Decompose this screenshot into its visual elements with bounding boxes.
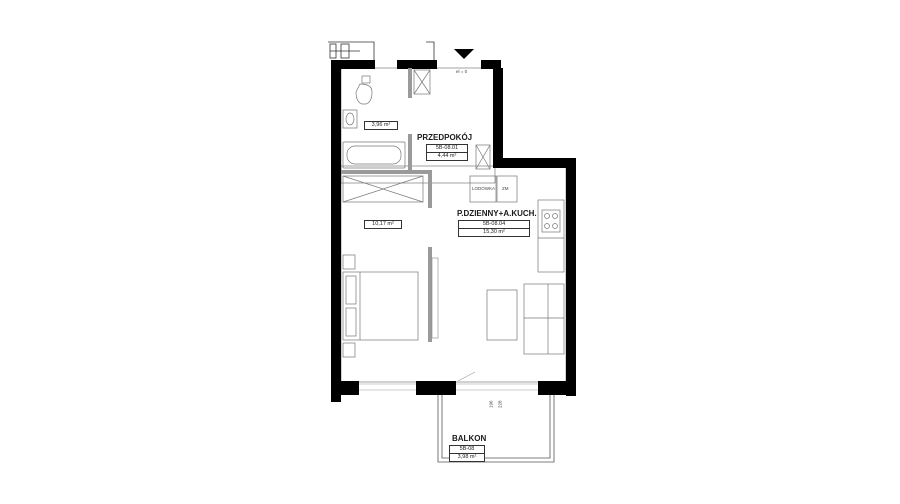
sink-icon [342, 109, 358, 129]
wall-bottom-right [538, 381, 576, 395]
living-furniture [486, 283, 565, 355]
exterior-walls [331, 60, 576, 402]
top-details [328, 41, 435, 60]
entrance-arrow-icon [454, 49, 474, 59]
wall-right [566, 158, 576, 396]
entry-mark: el = 0 [456, 69, 468, 74]
wall-top-right [481, 60, 501, 69]
balcony-name: BALKON [452, 434, 487, 443]
hall-info-box: 5B-08.01 4,44 m² [426, 144, 468, 161]
toilet-icon [355, 83, 373, 105]
bathroom-area-box: 3,96 m² [364, 121, 398, 130]
living-info-box: 5B-08.04 15,30 m² [458, 220, 530, 237]
dimension-a: 196 [488, 400, 494, 409]
hall-code: 5B-08.01 [435, 145, 459, 151]
bedroom-area-box: 10,17 m² [364, 220, 402, 229]
freezer-label: ZM [502, 186, 509, 191]
balcony-code: 5B-08 [459, 446, 475, 452]
hall-name: PRZEDPOKÓJ [417, 133, 473, 142]
freezer-icon [496, 175, 518, 203]
balcony-info-box: 5B-08 3,98 m² [449, 445, 485, 462]
bathroom-area: 3,96 m² [371, 122, 391, 128]
kitchen-fixtures [469, 175, 565, 273]
wall-bottom-mid [416, 381, 456, 395]
sofa-icon [523, 283, 565, 355]
dimension-b: 228 [497, 400, 503, 409]
wall-top-left [331, 60, 375, 69]
balcony-area: 3,98 m² [450, 453, 484, 461]
living-area: 15,30 m² [459, 228, 529, 236]
hall-wardrobe [475, 144, 491, 170]
hall-area: 4,44 m² [427, 152, 467, 160]
bathtub-icon [342, 141, 406, 169]
balcony-outline [437, 395, 555, 463]
bed-icon [342, 254, 419, 358]
wall-left [331, 60, 341, 402]
pk-label: PK [496, 71, 503, 76]
fridge-label: LODÓWKA [472, 186, 496, 191]
sliding-door [431, 257, 439, 339]
bedroom-area: 10,17 m² [372, 221, 394, 227]
table-icon [486, 289, 518, 341]
fridge-icon [469, 175, 497, 203]
wall-bottom-left-drop [331, 381, 341, 402]
windows [359, 371, 538, 391]
interior-partitions [341, 68, 432, 342]
bedroom-wardrobe [342, 175, 424, 203]
washing-machine-icon [413, 69, 431, 95]
kitchen-counter [537, 199, 565, 273]
wall-top-mid [397, 60, 437, 69]
cooktop-icon [541, 209, 561, 233]
wall-step [493, 158, 574, 168]
wall-shaft-right [493, 68, 503, 168]
living-code: 5B-08.04 [482, 221, 506, 227]
living-name: P.DZIENNY+A.KUCH. [457, 209, 537, 218]
bathroom-fixtures [342, 69, 431, 169]
